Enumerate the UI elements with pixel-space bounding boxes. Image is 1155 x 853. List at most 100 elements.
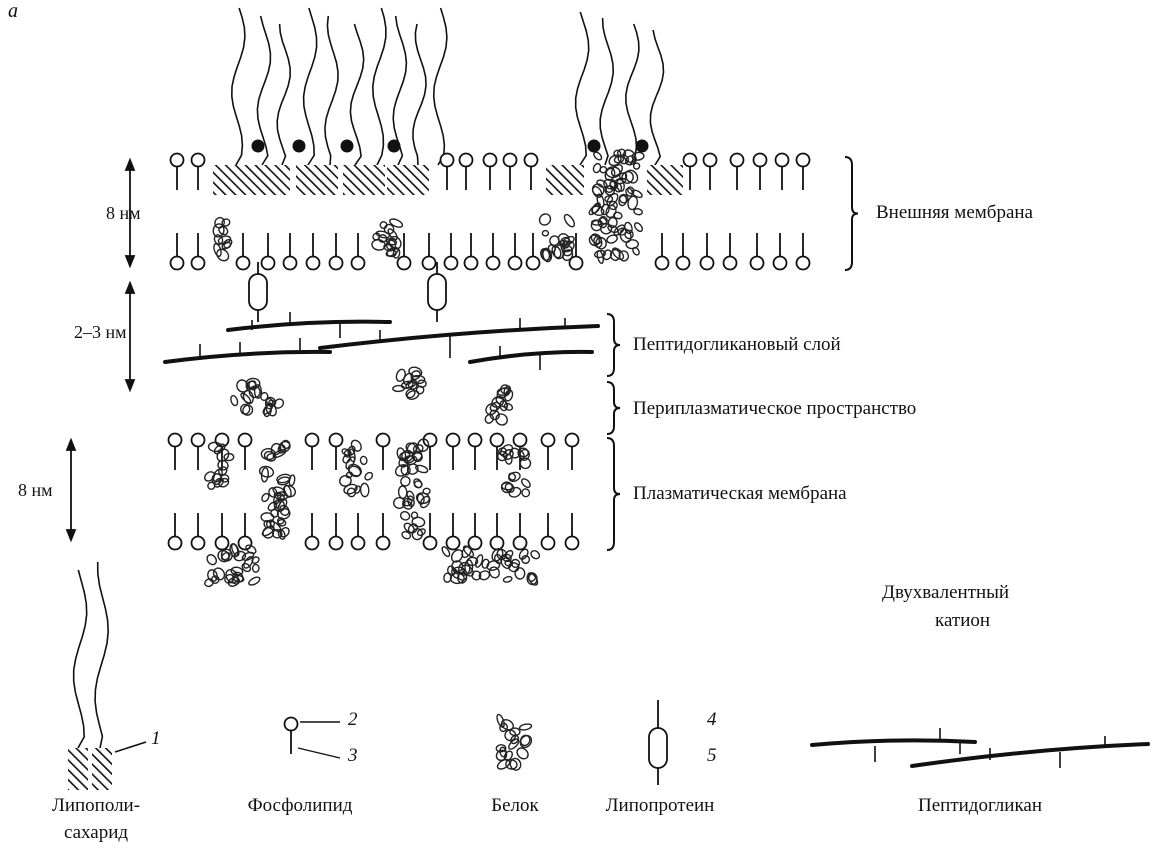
phospholipid [684, 154, 697, 191]
phospholipid [306, 513, 319, 550]
protein [259, 439, 298, 540]
phospholipid [724, 233, 737, 270]
plasma-membrane-thickness: 8 нм [18, 480, 53, 501]
divalent-cation [588, 140, 601, 153]
callout-2: 2 [348, 709, 358, 731]
divalent-cation [293, 140, 306, 153]
lps-chain [650, 30, 663, 165]
outer-membrane-label: Внешняя мембрана [876, 202, 1033, 224]
peptidoglycan-strand [165, 338, 330, 362]
phospholipid [171, 154, 184, 191]
protein [339, 438, 374, 497]
cation-legend-line1: Двухвалентный [882, 582, 1009, 604]
phospholipid [307, 233, 320, 270]
callout-line-3 [298, 748, 340, 758]
peptidoglycan-strand [470, 346, 592, 370]
phospholipid [377, 434, 390, 471]
panel-letter: а [8, 0, 18, 23]
phospholipid [514, 513, 527, 550]
lps-chain [576, 12, 589, 165]
layer-brace [845, 157, 858, 270]
protein [484, 383, 514, 427]
periplasmic-space-label: Периплазматическое пространство [633, 398, 916, 420]
lps-hatched-block [296, 165, 338, 195]
plasma-membrane-label: Плазматическая мембрана [633, 483, 847, 505]
legend-lps-hatch [68, 748, 88, 790]
lps-chain [277, 24, 290, 165]
phospholipid [542, 513, 555, 550]
cation-legend-line2: катион [935, 610, 990, 632]
phospholipid [677, 233, 690, 270]
divalent-cations [252, 140, 649, 153]
lipoproteins [249, 262, 446, 322]
phospholipid [192, 154, 205, 191]
protein [494, 714, 533, 772]
thickness-arrow [126, 283, 134, 390]
phospholipid [262, 233, 275, 270]
phospholipid [797, 233, 810, 270]
lps-chain [232, 8, 245, 165]
legend-lipoprotein-symbol [649, 700, 667, 785]
phospholipid [460, 154, 473, 191]
phospholipid [330, 233, 343, 270]
phospholipid [447, 513, 460, 550]
lps-chain [325, 16, 338, 165]
phospholipid [192, 513, 205, 550]
phospholipid [239, 513, 252, 550]
phospholipid [469, 513, 482, 550]
lps-chain [304, 8, 317, 165]
legend-protein-label: Белок [460, 795, 570, 817]
protein [393, 366, 426, 401]
proteins [203, 148, 644, 588]
phospholipid [504, 154, 517, 191]
lps-chain [373, 8, 386, 165]
callout-3: 3 [348, 745, 358, 767]
phospholipid [509, 233, 522, 270]
phospholipid [445, 233, 458, 270]
protein [204, 543, 261, 588]
phospholipid [423, 233, 436, 270]
phospholipid [352, 513, 365, 550]
protein [393, 438, 432, 541]
peptidoglycan-layer-label: Пептидогликановый слой [633, 334, 841, 356]
legend-lps-symbol [68, 562, 146, 790]
phospholipid [542, 434, 555, 471]
peptidoglycan-thickness: 2–3 нм [74, 322, 127, 343]
layer-brace [607, 438, 620, 550]
lps-chain [74, 570, 87, 748]
phospholipid [239, 434, 252, 471]
phospholipid [701, 233, 714, 270]
callout-line-4 [664, 713, 700, 722]
protein [230, 378, 286, 417]
legend-phospholipid-label: Фосфолипид [225, 795, 375, 817]
phospholipid [484, 154, 497, 191]
divalent-cation [636, 140, 649, 153]
legend-peptidoglycan-label: Пептидогликан [890, 795, 1070, 817]
divalent-cation [388, 140, 401, 153]
protein [537, 212, 576, 263]
legend-lps-hatch [92, 748, 112, 790]
phospholipid [656, 233, 669, 270]
lipoprotein [249, 262, 267, 322]
phospholipid [377, 513, 390, 550]
phospholipid [797, 154, 810, 191]
lps-hatched-block [387, 165, 429, 195]
lps-chain [600, 18, 613, 165]
callout-line-1 [115, 742, 146, 752]
phospholipid [566, 434, 579, 471]
phospholipid [284, 233, 297, 270]
lps-hatched-block [343, 165, 385, 195]
lipoprotein [428, 262, 446, 322]
phospholipid [527, 233, 540, 270]
phospholipid [192, 434, 205, 471]
phospholipid [754, 154, 767, 191]
phospholipid [525, 154, 538, 191]
peptidoglycan-strands [165, 312, 598, 370]
phospholipid [216, 513, 229, 550]
divalent-cation [341, 140, 354, 153]
protein [212, 216, 233, 263]
phospholipid [491, 513, 504, 550]
phospholipid [774, 233, 787, 270]
protein [441, 544, 541, 586]
